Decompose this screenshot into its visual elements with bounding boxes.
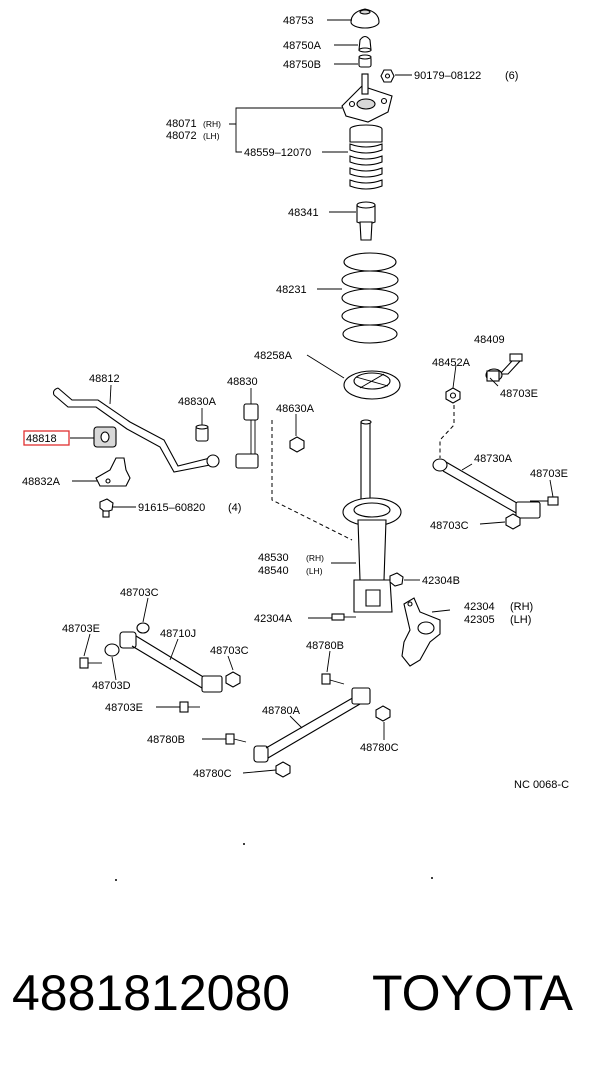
diagram-code: NC 0068-C bbox=[514, 779, 569, 791]
label-48780C-a: 48780C bbox=[193, 768, 232, 780]
part-48730A-arm bbox=[432, 458, 541, 519]
brand-caption: TOYOTA bbox=[372, 965, 573, 1021]
label-48530-rh: (RH) bbox=[306, 553, 324, 563]
label-48830: 48830 bbox=[227, 376, 258, 388]
label-48703E-b: 48703E bbox=[530, 468, 568, 480]
part-48780C-nut-a bbox=[275, 761, 291, 778]
part-48780C-nut-b bbox=[375, 705, 391, 722]
part-48832A-bracket bbox=[95, 457, 131, 487]
label-48540: 48540 bbox=[258, 565, 289, 577]
label-48409: 48409 bbox=[474, 334, 505, 346]
label-48703E-d: 48703E bbox=[105, 702, 143, 714]
dash-link-strut bbox=[271, 420, 353, 541]
label-48730A: 48730A bbox=[474, 453, 513, 465]
part-48530-strut bbox=[342, 419, 402, 613]
label-48231: 48231 bbox=[276, 284, 307, 296]
leader-lines bbox=[70, 19, 554, 774]
label-48703E-c: 48703E bbox=[62, 623, 100, 635]
label-90179-qty: (6) bbox=[505, 70, 518, 82]
label-48832A: 48832A bbox=[22, 476, 61, 488]
part-48703C-nut-b bbox=[225, 671, 241, 688]
label-42305-lh: (LH) bbox=[510, 614, 531, 626]
label-48559-12070: 48559–12070 bbox=[244, 147, 311, 159]
part-48341-bumper bbox=[356, 201, 376, 241]
label-48812: 48812 bbox=[89, 373, 120, 385]
part-48818-bushing bbox=[93, 426, 117, 448]
label-48703C-c: 48703C bbox=[210, 645, 249, 657]
label-48703C-a: 48703C bbox=[430, 520, 469, 532]
part-48258A-seat bbox=[343, 370, 401, 400]
label-48703E-a: 48703E bbox=[500, 388, 538, 400]
label-48780A: 48780A bbox=[262, 705, 301, 717]
label-48780B-b: 48780B bbox=[147, 734, 185, 746]
part-42304-carrier bbox=[401, 597, 441, 667]
label-48830A: 48830A bbox=[178, 396, 217, 408]
part-number-caption: 4881812080 bbox=[12, 965, 291, 1021]
label-91615-qty: (4) bbox=[228, 502, 241, 514]
part-48830-link bbox=[235, 403, 259, 469]
label-48072-lh: (LH) bbox=[203, 131, 220, 141]
part-48750A-nut bbox=[358, 35, 372, 53]
label-42304A: 42304A bbox=[254, 613, 293, 625]
label-48780C-b: 48780C bbox=[360, 742, 399, 754]
label-48703C-b: 48703C bbox=[120, 587, 159, 599]
part-91615-bolt bbox=[99, 498, 114, 518]
part-labels: 48753 48750A 48750B 90179–08122 (6) 4807… bbox=[22, 15, 569, 791]
label-48780B-a: 48780B bbox=[306, 640, 344, 652]
label-91615-60820: 91615–60820 bbox=[138, 502, 205, 514]
part-48750B-washer bbox=[358, 54, 372, 68]
part-48559-boot bbox=[349, 124, 383, 190]
part-48630A-nut bbox=[289, 436, 305, 453]
label-48072: 48072 bbox=[166, 130, 197, 142]
highlight-48818 bbox=[23, 430, 70, 446]
part-48071-support bbox=[341, 73, 393, 123]
part-48452A-nut bbox=[445, 387, 461, 404]
label-42305: 42305 bbox=[464, 614, 495, 626]
label-48753: 48753 bbox=[283, 15, 314, 27]
label-48750B: 48750B bbox=[283, 59, 321, 71]
part-48703E-bolt-lower bbox=[179, 701, 200, 713]
part-48780B-bolt-a bbox=[321, 673, 345, 685]
label-42304-rh: (RH) bbox=[510, 601, 533, 613]
part-48780B-bolt-b bbox=[225, 733, 247, 745]
label-48071-rh: (RH) bbox=[203, 119, 221, 129]
label-48341: 48341 bbox=[288, 207, 319, 219]
part-48703C-washer-a bbox=[136, 622, 150, 634]
dash-bolt-arm bbox=[439, 405, 455, 458]
label-48710J: 48710J bbox=[160, 628, 196, 640]
stray-marks bbox=[115, 843, 433, 881]
part-48830A-bush bbox=[195, 424, 209, 442]
label-48540-lh: (LH) bbox=[306, 566, 323, 576]
label-42304B: 42304B bbox=[422, 575, 460, 587]
label-48630A: 48630A bbox=[276, 403, 315, 415]
label-48452A: 48452A bbox=[432, 357, 471, 369]
part-48703D-washer bbox=[104, 643, 120, 657]
part-48703E-bolt-left bbox=[79, 657, 102, 669]
part-48703C-nut-right bbox=[505, 513, 521, 530]
part-48812-stabilizer-bar bbox=[52, 387, 220, 473]
label-48818[interactable]: 48818 bbox=[26, 433, 57, 445]
label-42304: 42304 bbox=[464, 601, 495, 613]
part-90179-nut bbox=[380, 69, 395, 83]
label-48750A: 48750A bbox=[283, 40, 322, 52]
part-48753-cap bbox=[350, 8, 380, 29]
part-48231-spring bbox=[341, 252, 399, 344]
part-48780A-arm bbox=[253, 687, 371, 763]
part-48710J-arm bbox=[119, 631, 223, 693]
part-42304A-bolt bbox=[331, 613, 356, 621]
label-90179-08122: 90179–08122 bbox=[414, 70, 481, 82]
part-48409-bolt bbox=[485, 353, 523, 382]
label-48071: 48071 bbox=[166, 118, 197, 130]
label-48530: 48530 bbox=[258, 552, 289, 564]
label-48703D: 48703D bbox=[92, 680, 131, 692]
part-42304B-bolt bbox=[389, 572, 404, 587]
label-48258A: 48258A bbox=[254, 350, 293, 362]
